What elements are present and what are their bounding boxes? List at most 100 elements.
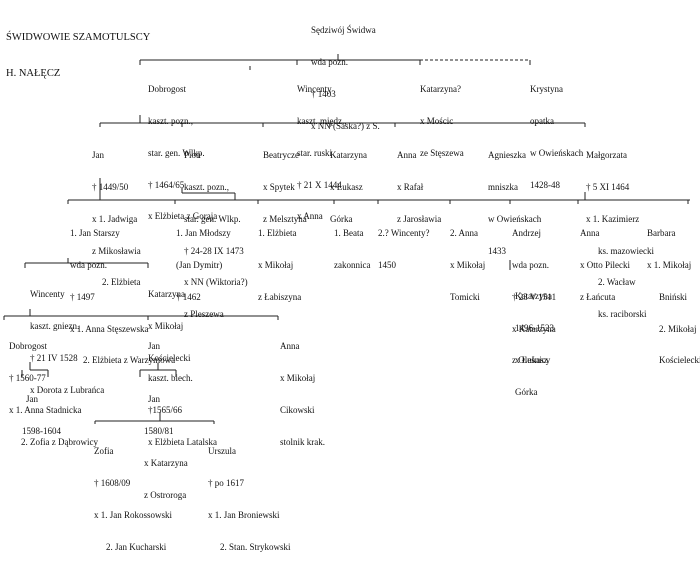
person-line: 1496-1523 xyxy=(515,322,554,333)
person-line: Katarzyna? xyxy=(420,84,461,95)
person-line: 2. Zofia z Dąbrowicy xyxy=(21,436,98,447)
person-line: † 1462 xyxy=(176,291,201,302)
person-line: wda pozn. xyxy=(311,56,348,67)
person-line: Dobrogost xyxy=(148,84,186,95)
person-line: 2. Elżbieta z Warzymowa xyxy=(83,355,176,366)
person-line: †1565/66 xyxy=(148,404,183,415)
person-line: † 1403 xyxy=(311,88,336,99)
person-line: 1450 xyxy=(378,259,396,270)
person-anna-pilecki: Anna x Otto Pilecki z Łańcuta xyxy=(580,207,630,313)
person-katarzyna-andrzej: Katarzyna 1496-1523 x Łukasz Górka xyxy=(515,270,554,408)
person-line: x Anna xyxy=(297,211,323,222)
person-dobrogost: Dobrogost kaszt. pozn., star. gen. Wlkp.… xyxy=(148,63,217,233)
person-line: w Owieńskach xyxy=(530,147,584,158)
person-line: Barbara xyxy=(647,228,676,239)
title-line: H. NAŁĘCZ xyxy=(6,68,61,79)
person-line: x Spytek xyxy=(263,181,295,192)
person-krystyna: Krystyna opatka w Owieńskach 1428-48 xyxy=(530,63,583,201)
person-line: z Oleśnicy xyxy=(512,355,551,366)
person-line: x 1. Jan Rokossowski xyxy=(94,509,173,520)
person-line: x 1. Jadwiga xyxy=(92,213,138,224)
person-line: Katarzyna xyxy=(515,291,552,302)
person-line: Bniński xyxy=(659,291,688,302)
person-line: Wincenty xyxy=(30,289,65,300)
person-malgorzata: Małgorzata † 5 XI 1464 x 1. Kazimierz ks… xyxy=(586,129,654,330)
person-line: x Mikołaj xyxy=(148,320,184,331)
person-anna-tomicki: 2. Anna x Mikołaj Tomicki xyxy=(450,207,485,313)
person-katarzyna-koscielecki: Katarzyna x Mikołaj Kościelecki xyxy=(148,268,190,374)
person-line: wda pozn. xyxy=(70,259,107,270)
person-line: 1580/81 xyxy=(144,425,174,436)
person-line: x 1. Jan Broniewski xyxy=(208,509,280,520)
person-line: z Łabiszyna xyxy=(258,291,302,302)
person-line: mniszka xyxy=(488,181,518,192)
person-line: x Elżbieta Latalska xyxy=(148,436,217,447)
title-line: ŚWIDWOWIE SZAMOTULSCY xyxy=(6,32,151,43)
person-line: x Otto Pilecki xyxy=(580,259,630,270)
person-line: † 1449/50 xyxy=(92,181,129,192)
person-line: † 21 IV 1528 xyxy=(30,352,78,363)
person-line: 1. Jan Młodszy xyxy=(176,228,231,239)
person-line: 1433 xyxy=(488,245,506,256)
person-line: † 1560-77 xyxy=(9,372,46,383)
person-line: z Melsztyna xyxy=(263,213,307,224)
person-line: Anna xyxy=(580,228,600,239)
person-line: Kościelecki xyxy=(659,355,700,366)
person-line: Górka xyxy=(330,213,353,224)
person-agnieszka: Agnieszka mniszka w Owieńskach 1433 xyxy=(488,129,541,267)
person-line: 2. Elżbieta xyxy=(102,277,141,288)
person-line: x NN (Wiktoria?) xyxy=(184,277,248,288)
page-title: ŚWIDWOWIE SZAMOTULSCY H. NAŁĘCZ xyxy=(6,8,150,92)
person-line: Małgorzata xyxy=(586,150,627,161)
person-dobrogost-2: Dobrogost † 1560-77 x 1. Anna Stadnicka … xyxy=(9,320,98,458)
person-line: Dobrogost xyxy=(9,341,47,352)
person-line: x Mościc xyxy=(420,115,454,126)
person-wincenty-gniezn: Wincenty kaszt. gniezn. † 21 IV 1528 x D… xyxy=(30,268,104,406)
person-wincenty-kaszt: Wincenty kaszt. międz., star. ruski † 21… xyxy=(297,63,346,233)
person-line: Jan xyxy=(148,394,160,405)
person-line: † po 1617 xyxy=(208,477,244,488)
person-line: x 1. Mikołaj xyxy=(647,259,692,270)
person-line: z Mikosławia xyxy=(92,245,141,256)
person-urszula: Urszula † po 1617 x 1. Jan Broniewski 2.… xyxy=(208,425,291,563)
person-line: Anna xyxy=(280,341,300,352)
person-line: 2.? Wincenty? xyxy=(378,228,430,239)
person-line: kaszt. międz., xyxy=(297,115,347,126)
person-line: Urszula xyxy=(208,446,236,457)
person-line: w Owieńskach xyxy=(488,213,542,224)
person-line: Górka xyxy=(515,386,538,397)
person-barbara: Barbara x 1. Mikołaj Bniński 2. Mikołaj … xyxy=(647,207,700,377)
person-anna-rafal: Anna x Rafał z Jarosławia xyxy=(397,129,441,235)
person-line: 2. Mikołaj xyxy=(659,323,697,334)
genealogy-tree-lines xyxy=(3,54,690,424)
person-line: x Łukasz xyxy=(330,181,363,192)
person-line: x Elżbieta z Goraja xyxy=(148,211,218,222)
person-jan-1598: Jan 1598-1604 xyxy=(22,373,61,447)
person-line: Katarzyna xyxy=(148,289,185,300)
person-line: 2. Anna xyxy=(450,228,478,239)
person-line: kaszt. biech. xyxy=(148,372,193,383)
person-line: † 1464/65 xyxy=(148,179,185,190)
person-line: ze Stęszewa xyxy=(420,147,464,158)
person-line: 2. Stan. Strykowski xyxy=(220,541,291,552)
person-line: x Mikołaj xyxy=(280,372,316,383)
person-line: z Jarosławia xyxy=(397,213,442,224)
person-line: Andrzej xyxy=(512,228,541,239)
person-line: Jan xyxy=(148,341,160,352)
person-line: x Rafał xyxy=(397,181,424,192)
person-line: Zofia xyxy=(94,446,114,457)
person-line: 1. Jan Starszy xyxy=(70,228,120,239)
person-line: star. gen. Wlkp. xyxy=(148,147,205,158)
person-line: x NN (Saska?) z S. xyxy=(311,120,380,131)
person-line: 1428-48 xyxy=(530,179,560,190)
person-line: x 1. Anna Stęszewska xyxy=(70,323,149,334)
person-line: 2. Wacław xyxy=(598,277,636,288)
person-katarzyna-moscic: Katarzyna? x Mościc ze Stęszewa xyxy=(420,63,464,169)
person-jan-mlodszy: 1. Jan Młodszy (Jan Dymitr) † 1462 xyxy=(176,207,231,313)
person-andrzej: Andrzej wda pozn. † 23 V 1511 x Katarzyn… xyxy=(512,207,556,377)
person-jan-biech: Jan kaszt. biech. †1565/66 x Elżbieta La… xyxy=(148,320,217,458)
person-line: x Łukasz xyxy=(515,354,548,365)
person-line: wda pozn. xyxy=(512,259,549,270)
person-line: (Jan Dymitr) xyxy=(176,259,223,270)
person-line: opatka xyxy=(530,115,554,126)
